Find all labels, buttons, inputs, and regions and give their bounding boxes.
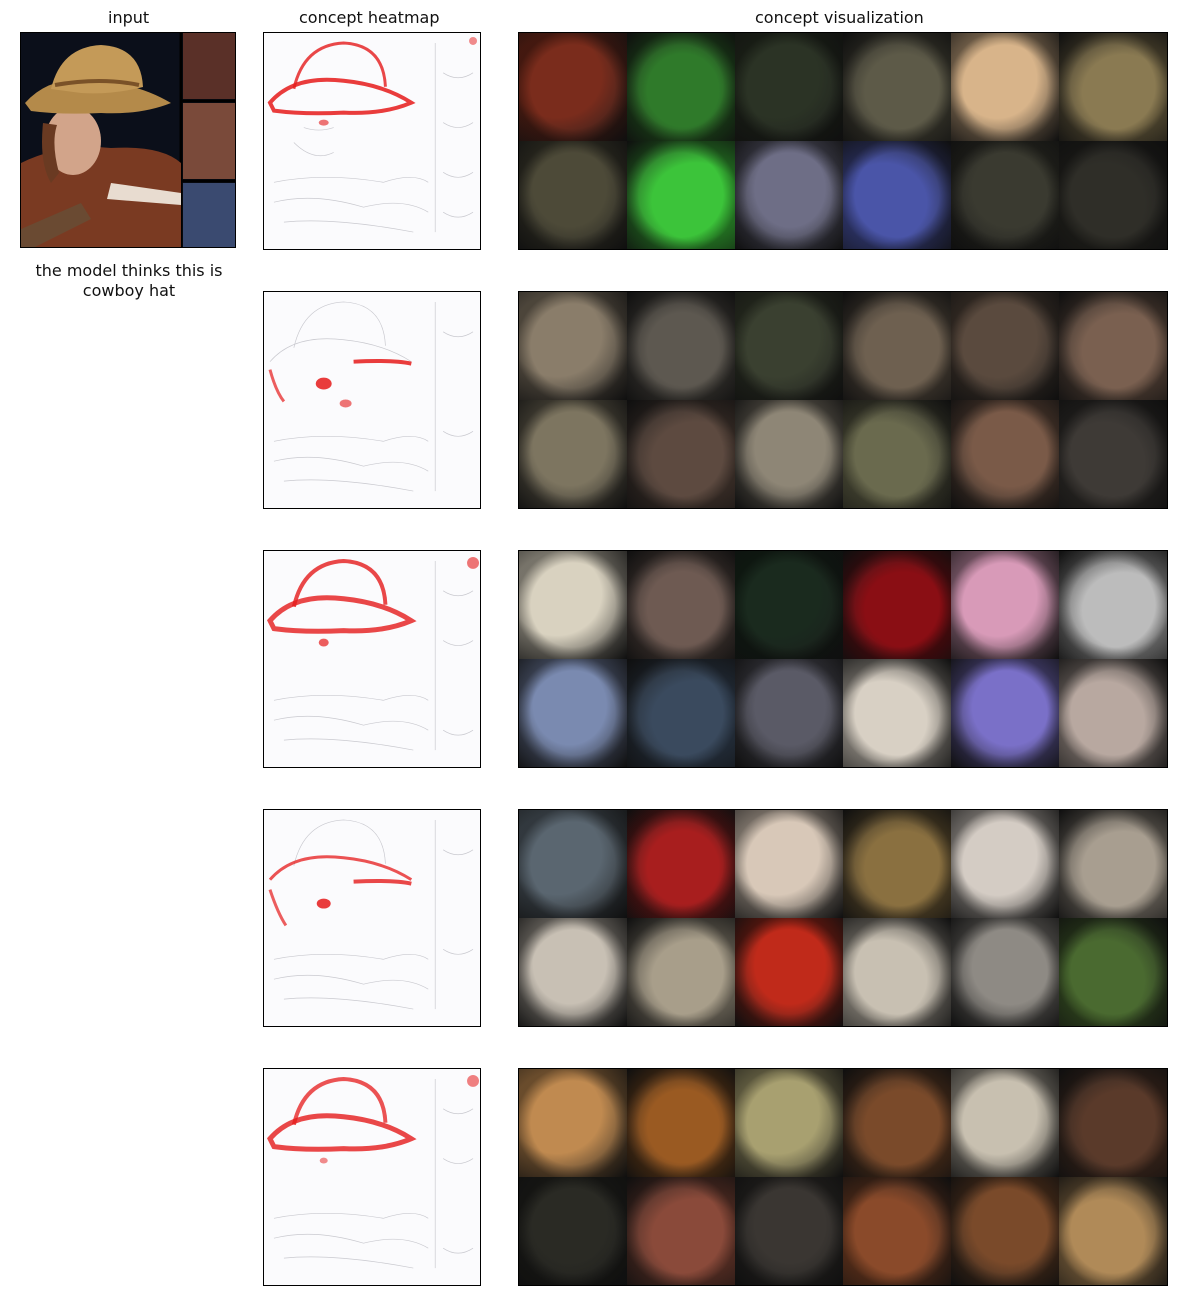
input-column-title: input xyxy=(108,8,150,27)
concept-tile xyxy=(843,551,951,659)
concept-tile xyxy=(951,918,1059,1026)
concept-tile xyxy=(735,810,843,918)
concept-tile xyxy=(735,659,843,767)
concept-tile xyxy=(1059,1177,1167,1285)
heatmap-art-3 xyxy=(267,556,479,751)
concept-tile xyxy=(843,810,951,918)
heatmap-art-2 xyxy=(268,301,474,492)
concept-tile xyxy=(519,292,627,400)
concept-tile xyxy=(1059,400,1167,508)
concept-tile xyxy=(951,292,1059,400)
concept-heatmap-5 xyxy=(263,1068,481,1286)
concept-tile xyxy=(951,1177,1059,1285)
concept-tile xyxy=(1059,918,1167,1026)
visualization-column-title: concept visualization xyxy=(755,8,924,27)
concept-tile xyxy=(951,551,1059,659)
concept-tile xyxy=(519,810,627,918)
concept-tile xyxy=(627,1069,735,1177)
concept-tile xyxy=(843,292,951,400)
concept-tile xyxy=(519,1177,627,1285)
concept-tile xyxy=(843,33,951,141)
concept-tile xyxy=(735,400,843,508)
concept-tile xyxy=(843,1069,951,1177)
concept-tile xyxy=(627,810,735,918)
input-image xyxy=(20,32,236,248)
concept-tile xyxy=(1059,292,1167,400)
concept-tile xyxy=(627,551,735,659)
concept-tile xyxy=(1059,1069,1167,1177)
concept-tile xyxy=(1059,551,1167,659)
concept-tile xyxy=(735,141,843,249)
concept-tile xyxy=(843,659,951,767)
concept-heatmap-3 xyxy=(263,550,481,768)
concept-heatmap-2 xyxy=(263,291,481,509)
concept-tile xyxy=(735,918,843,1026)
heatmap-art-1 xyxy=(267,36,478,233)
concept-tile xyxy=(627,1177,735,1285)
concept-tile xyxy=(1059,659,1167,767)
concept-tile xyxy=(735,292,843,400)
concept-tile xyxy=(627,141,735,249)
concept-tile xyxy=(735,33,843,141)
concept-tile xyxy=(951,141,1059,249)
concept-tile xyxy=(519,400,627,508)
concept-visualization-5 xyxy=(518,1068,1168,1286)
concept-tile xyxy=(627,292,735,400)
concept-tile xyxy=(951,33,1059,141)
concept-tile xyxy=(519,551,627,659)
concept-tile xyxy=(1059,141,1167,249)
concept-visualization-1 xyxy=(518,32,1168,250)
concept-tile xyxy=(843,141,951,249)
concept-tile xyxy=(1059,810,1167,918)
concept-tile xyxy=(951,810,1059,918)
heatmap-art-5 xyxy=(267,1074,479,1269)
concept-tile xyxy=(519,918,627,1026)
concept-tile xyxy=(627,400,735,508)
concept-tile xyxy=(1059,33,1167,141)
input-image-art xyxy=(21,33,235,247)
concept-tile xyxy=(735,551,843,659)
concept-tile xyxy=(519,141,627,249)
concept-visualization-2 xyxy=(518,291,1168,509)
heatmap-column-title: concept heatmap xyxy=(299,8,440,27)
prediction-caption: the model thinks this is cowboy hat xyxy=(35,261,223,300)
concept-tile xyxy=(627,659,735,767)
concept-tile xyxy=(951,659,1059,767)
concept-tile xyxy=(519,659,627,767)
concept-heatmap-4 xyxy=(263,809,481,1027)
concept-visualization-3 xyxy=(518,550,1168,768)
concept-heatmap-1 xyxy=(263,32,481,250)
concept-tile xyxy=(951,400,1059,508)
concept-tile xyxy=(843,400,951,508)
concept-visualization-4 xyxy=(518,809,1168,1027)
concept-tile xyxy=(843,918,951,1026)
concept-tile xyxy=(951,1069,1059,1177)
concept-tile xyxy=(519,1069,627,1177)
concept-tile xyxy=(627,33,735,141)
heatmap-art-4 xyxy=(268,819,474,1010)
concept-tile xyxy=(735,1069,843,1177)
concept-tile xyxy=(627,918,735,1026)
concept-tile xyxy=(519,33,627,141)
concept-tile xyxy=(843,1177,951,1285)
concept-tile xyxy=(735,1177,843,1285)
